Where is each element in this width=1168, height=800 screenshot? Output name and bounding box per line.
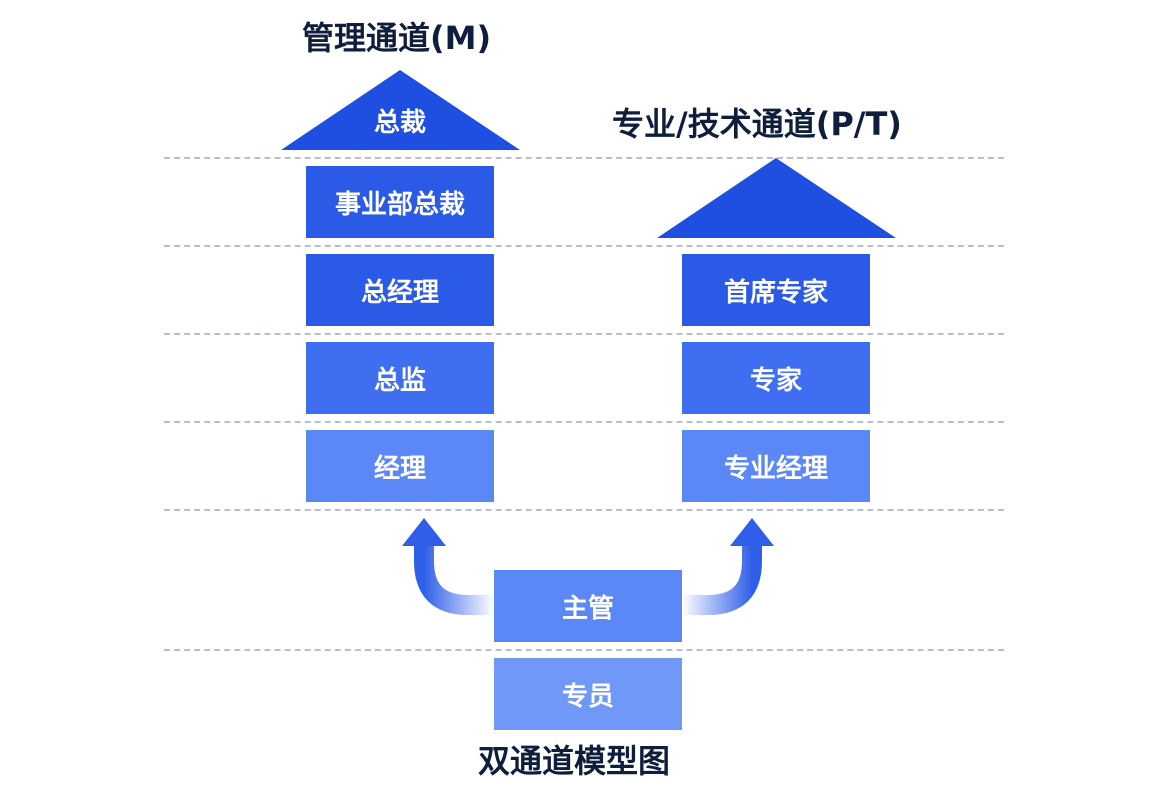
professional-level-2: 专家 xyxy=(682,342,870,414)
arrow-to-management-icon xyxy=(402,518,494,615)
level-divider-2 xyxy=(164,245,1004,247)
management-level-4: 经理 xyxy=(306,430,494,502)
professional-roof xyxy=(657,158,896,238)
diagram-caption: 双通道模型图 xyxy=(478,742,671,780)
management-top-label: 总裁 xyxy=(373,108,426,138)
management-level-2: 总经理 xyxy=(306,254,494,326)
management-level-1: 事业部总裁 xyxy=(306,166,494,238)
level-divider-6 xyxy=(164,649,1004,651)
professional-level-3: 专业经理 xyxy=(682,430,870,502)
professional-level-1: 首席专家 xyxy=(682,254,870,326)
level-divider-3 xyxy=(164,333,1004,335)
supervisor-level: 主管 xyxy=(494,570,682,642)
level-divider-5 xyxy=(164,509,1004,511)
specialist-level: 专员 xyxy=(494,658,682,730)
management-roof xyxy=(281,70,520,150)
level-divider-1 xyxy=(164,157,1004,159)
professional-channel-title: 专业/技术通道(P/T) xyxy=(612,105,902,143)
level-divider-4 xyxy=(164,421,1004,423)
management-level-3: 总监 xyxy=(306,342,494,414)
management-channel-title: 管理通道(M) xyxy=(302,19,492,57)
arrow-to-professional-icon xyxy=(682,518,774,615)
